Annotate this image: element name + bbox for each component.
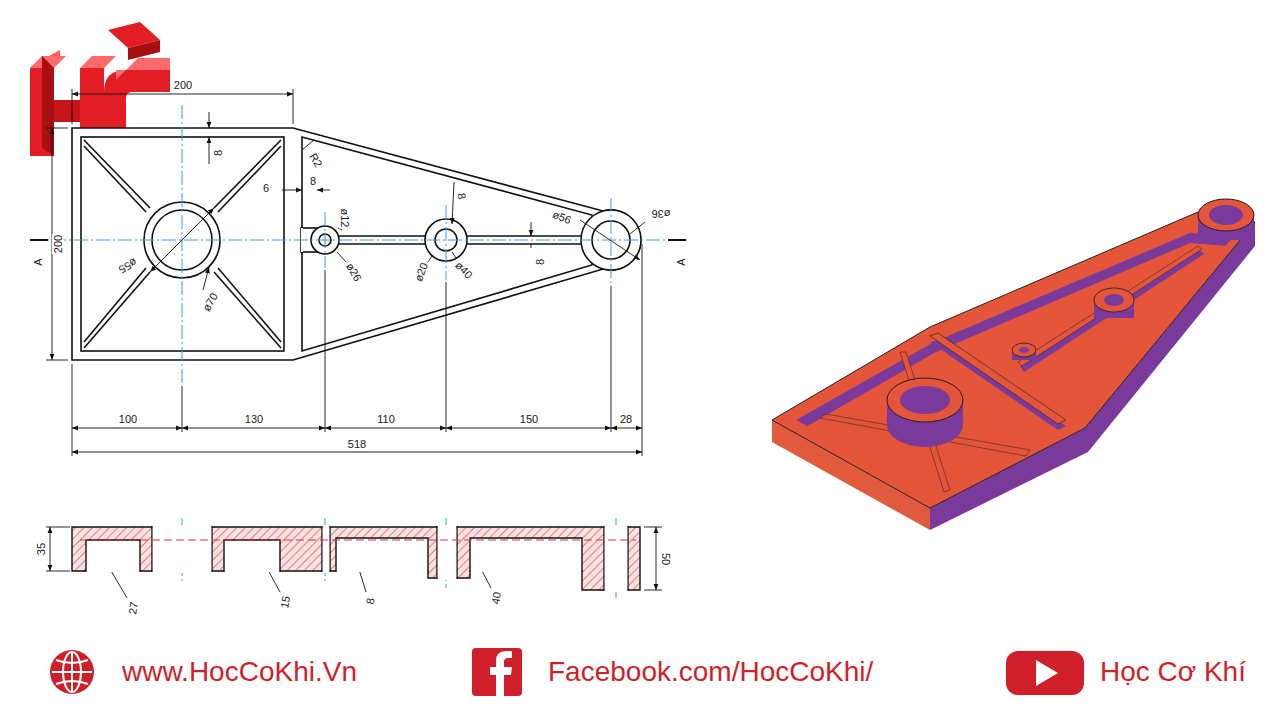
dimension-text: 200	[52, 234, 64, 254]
dimension-text: ø36	[651, 208, 672, 220]
dimension-text: 110	[376, 413, 396, 425]
dimension-text: ø56	[550, 208, 574, 227]
dimension-text: 35	[35, 542, 47, 556]
footer-link: Học Cơ Khí	[1100, 656, 1246, 688]
footer-link: www.HocCoKhi.Vn	[122, 656, 357, 688]
dimension-text: ø40	[452, 258, 475, 281]
dimension-text: 27	[126, 600, 140, 616]
dimension-text: 8	[363, 596, 376, 606]
dimension-text: ø26	[344, 260, 365, 284]
dimension-text: 28	[619, 413, 633, 425]
dimension-text: 8	[534, 258, 546, 266]
center-lines	[30, 105, 690, 598]
footer-link: Facebook.com/HocCoKhi/	[548, 656, 873, 688]
dimension-text: ø55	[116, 256, 140, 277]
dimension-text: ø70	[200, 290, 221, 314]
dimension-text: ø12	[339, 208, 351, 229]
dimension-text: 8	[455, 191, 468, 201]
dimension-text: 15	[278, 594, 292, 610]
dimension-text: 6	[262, 182, 270, 194]
dimension-text: 8	[212, 149, 224, 157]
footer-icons	[50, 648, 1084, 696]
dimension-text: A	[675, 257, 687, 266]
section-view	[72, 525, 640, 592]
dimension-text: A	[32, 257, 44, 266]
dimension-text: 518	[347, 438, 367, 450]
dimension-text: 200	[173, 79, 193, 91]
dimension-text: 150	[519, 413, 539, 425]
dimension-lines	[30, 89, 686, 598]
dimension-text: R2	[307, 150, 325, 170]
dimension-text: 100	[118, 413, 138, 425]
top-view	[72, 128, 641, 360]
dimension-text: 130	[244, 413, 264, 425]
dimension-text: ø20	[412, 260, 430, 284]
dimension-text: 40	[489, 590, 503, 606]
dimension-text: 8	[309, 175, 317, 187]
isometric-view	[772, 199, 1255, 530]
dimension-text: 50	[660, 552, 672, 566]
